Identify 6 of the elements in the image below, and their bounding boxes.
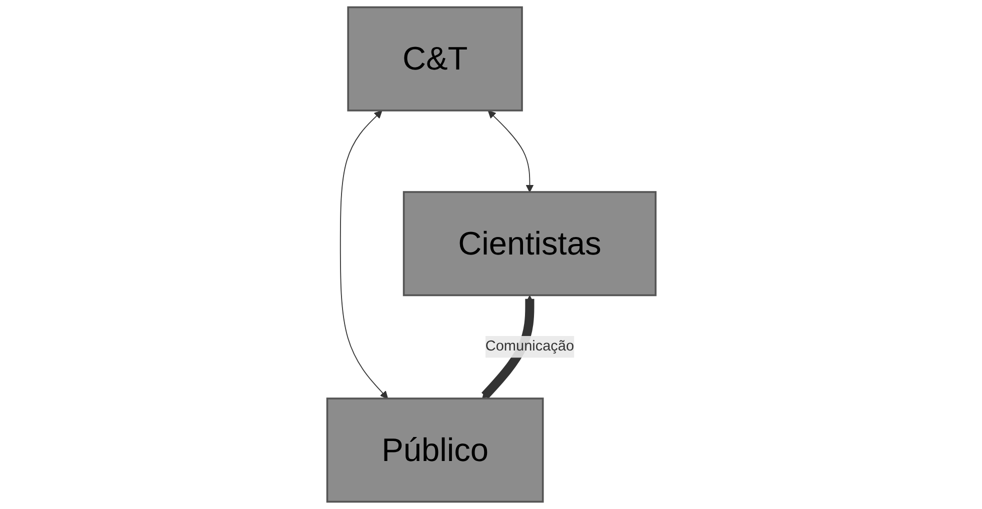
node-box: Cientistas bbox=[402, 191, 656, 296]
node-box: C&T bbox=[346, 6, 522, 112]
arrow bbox=[487, 110, 534, 192]
arrow bbox=[340, 110, 388, 399]
node-box: Público bbox=[326, 398, 544, 503]
edge-label: Comunicação bbox=[484, 338, 574, 354]
